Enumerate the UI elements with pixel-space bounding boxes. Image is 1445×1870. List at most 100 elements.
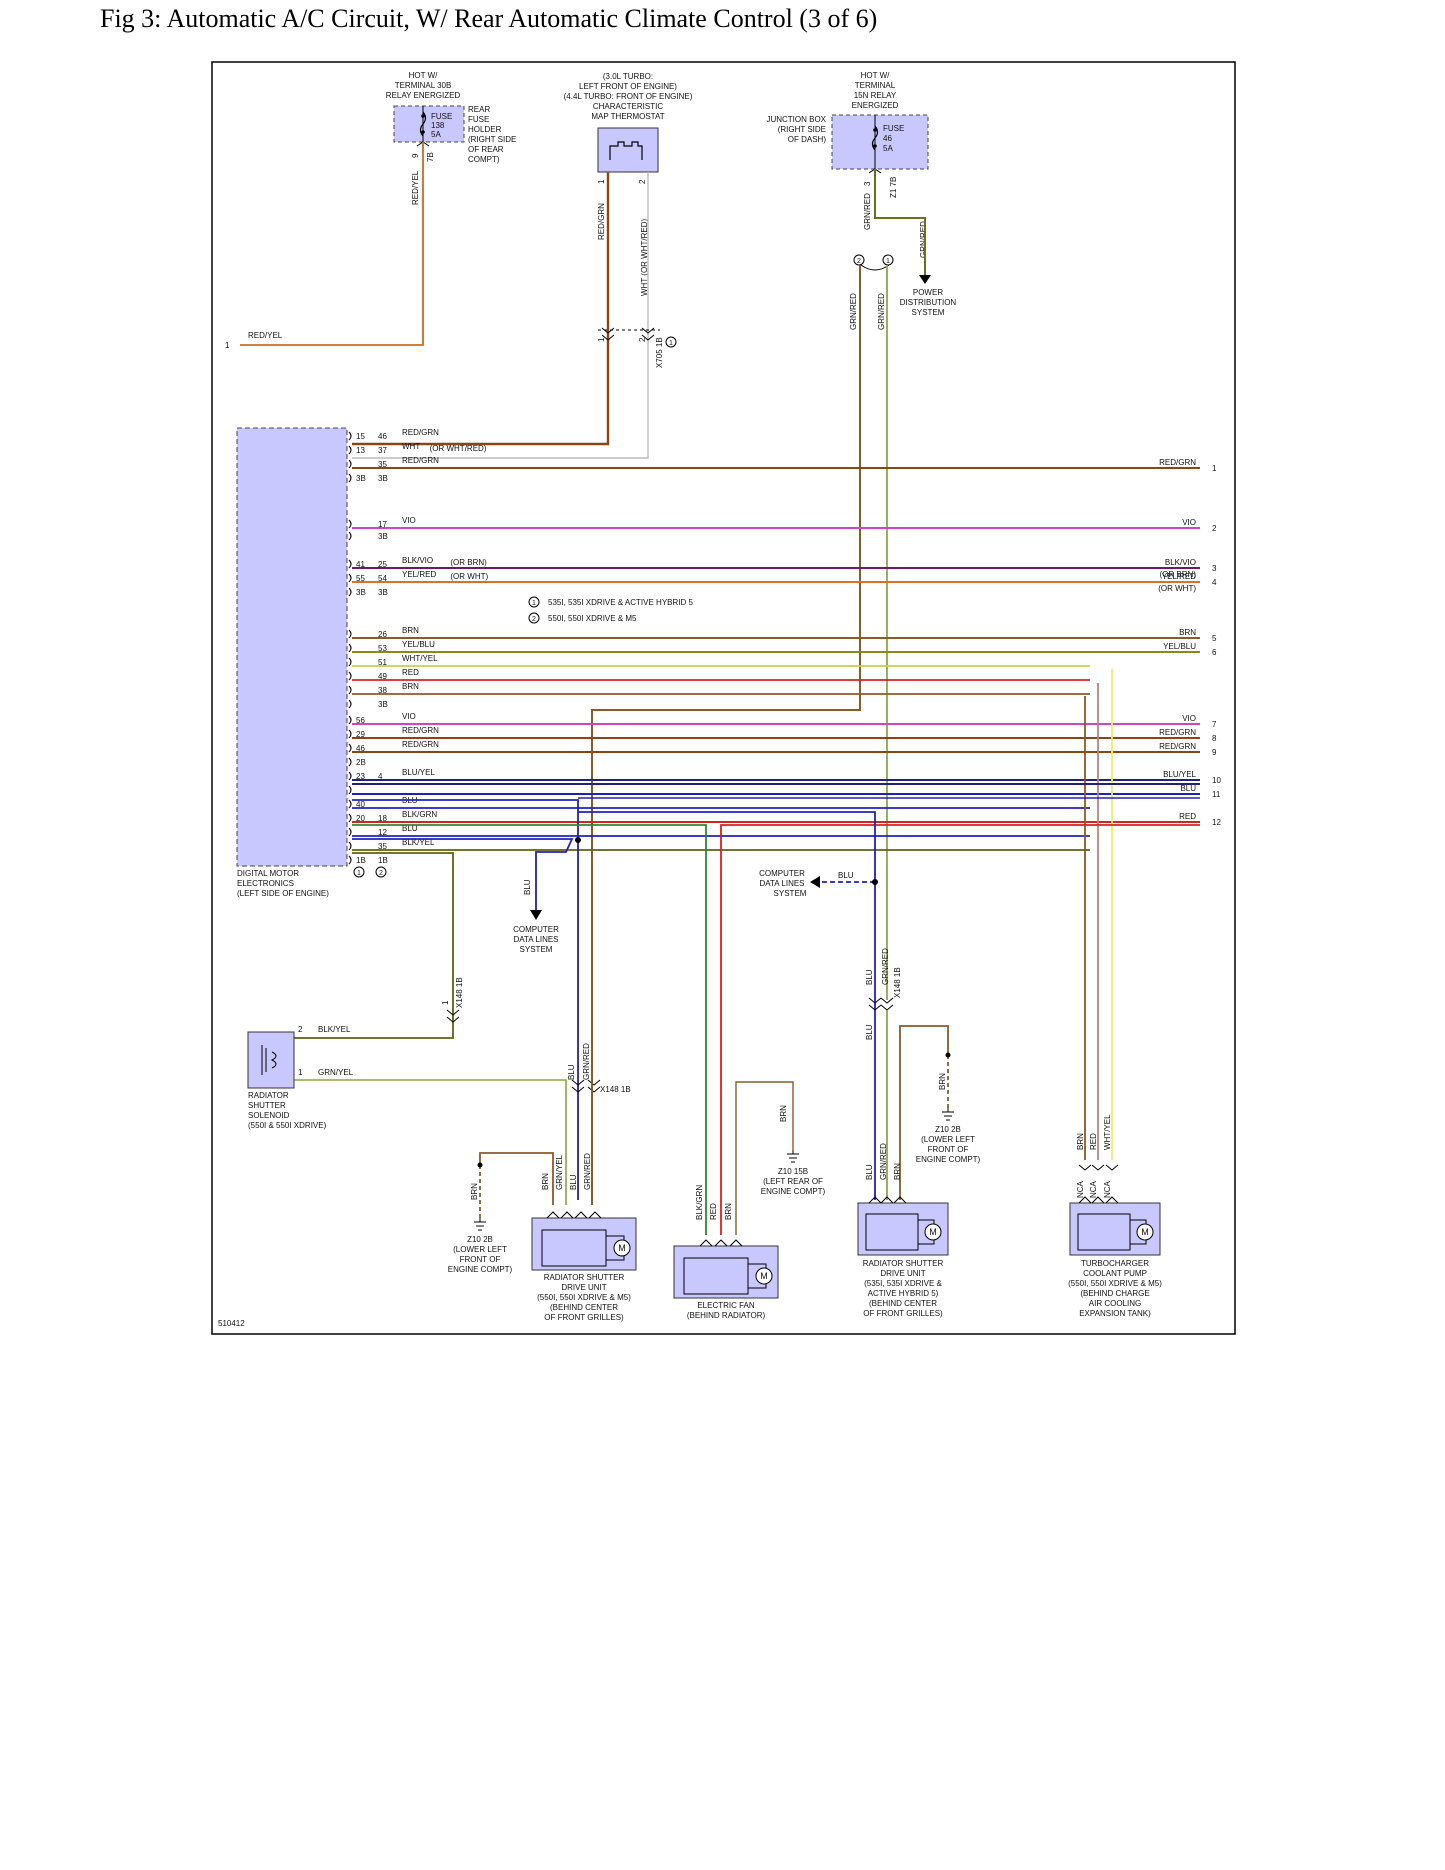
cdl-left-2: SYSTEM: [520, 945, 553, 954]
connector-pin-mark: [348, 743, 352, 753]
dme-pin-a: 40: [356, 800, 365, 809]
fuse-46: HOT W/ TERMINAL 15N RELAY ENERGIZED FUSE…: [766, 71, 929, 330]
x148-left: X148 1B: [600, 1085, 631, 1094]
dme-wire-label: YEL/BLU: [402, 640, 435, 649]
dme-pin-b: 18: [378, 814, 387, 823]
dme-pin-b: 3B: [378, 532, 388, 541]
dme-right-label: RED/GRN: [1159, 458, 1196, 467]
fuse46-pin: 3: [863, 181, 872, 186]
connector-pin-mark: [348, 445, 352, 455]
thermo-desc-4: MAP THERMOSTAT: [591, 112, 664, 121]
dme-pin-b: 35: [378, 460, 387, 469]
dme-box: [236, 427, 348, 867]
cdl-right-splice: [872, 879, 878, 885]
tp-whtyel: WHT/YEL: [1103, 1114, 1112, 1150]
wire-brn-ground-b: [735, 1081, 794, 1235]
wire-fuse46-feed: [874, 169, 926, 275]
shutter-right-4: (BEHIND CENTER: [869, 1299, 937, 1308]
shutter-right-3: ACTIVE HYBRID 5): [868, 1289, 939, 1298]
fan-wire-blkgrn: BLK/GRN: [695, 1185, 704, 1220]
dme-pin-a: 55: [356, 574, 365, 583]
dme-pin-b: 54: [378, 574, 387, 583]
note-1-id: 1: [532, 600, 536, 607]
dme-right-label: BLU/YEL: [1163, 770, 1196, 779]
dme-wire-label: WHT: [402, 442, 420, 451]
fuse46-hot-3: ENERGIZED: [852, 101, 899, 110]
ground-c-0: Z10 2B: [935, 1125, 961, 1134]
dme-right-pin: 6: [1212, 648, 1217, 657]
fuse138-hot-2: RELAY ENERGIZED: [386, 91, 461, 100]
dme-right-pin: 7: [1212, 720, 1217, 729]
note1-marker-thermo: 1: [669, 340, 673, 347]
dme-wire-label: BLU: [402, 824, 418, 833]
fuse-icon: [871, 125, 879, 151]
shutter-right-1: DRIVE UNIT: [880, 1269, 925, 1278]
dme-pin-a: 23: [356, 772, 365, 781]
dme-pin-a: 2B: [356, 758, 366, 767]
fuse46-desc-2: OF DASH): [788, 135, 827, 144]
ground-a-3: ENGINE COMPT): [448, 1265, 513, 1274]
arrow-cdl-right: [810, 876, 820, 888]
dme-right-label: YEL/BLU: [1163, 642, 1196, 651]
left-grnred-top: GRN/RED: [582, 1043, 591, 1080]
dme-pin-b: 12: [378, 828, 387, 837]
connector-pin-mark: [348, 841, 352, 851]
wire-red-12: [720, 824, 1200, 1235]
fuse138-hot-1: TERMINAL 30B: [395, 81, 452, 90]
dme-right-label: VIO: [1182, 714, 1196, 723]
fan-wire-red: RED: [709, 1203, 718, 1220]
connector-pin-mark: [348, 799, 352, 809]
dme-right-pin: 10: [1212, 776, 1221, 785]
dme-wire-label: RED/GRN: [402, 428, 439, 437]
motor-icon: [755, 1267, 773, 1285]
rs-blu-mid: BLU: [865, 1024, 874, 1040]
dme-right-label: BLU: [1180, 784, 1196, 793]
dme-right-label: RED: [1179, 812, 1196, 821]
wire-blu-right: [578, 811, 876, 1200]
dme-wire-label: YEL/RED: [402, 570, 436, 579]
cdl-right-2: SYSTEM: [774, 889, 807, 898]
dme-wire-label: RED/GRN: [402, 726, 439, 735]
motor-label: M: [618, 1243, 626, 1253]
note-1-text: 535I, 535I XDRIVE & ACTIVE HYBRID 5: [548, 598, 694, 607]
note2-marker-fuse: 2: [857, 258, 861, 265]
fuse46-wire-b: GRN/RED: [919, 221, 928, 258]
fuse46-label-0: FUSE: [883, 124, 904, 133]
fuse46-hot-1: TERMINAL: [855, 81, 896, 90]
shutter-left-0: RADIATOR SHUTTER: [544, 1273, 625, 1282]
fuse46-wire-d: GRN/RED: [877, 293, 886, 330]
solenoid-wire-2: GRN/YEL: [318, 1068, 354, 1077]
wire-blu-40: [352, 799, 579, 1200]
fuse46-desc-0: JUNCTION BOX: [766, 115, 826, 124]
note1-marker-fuse: 1: [886, 258, 890, 265]
solenoid-pin-1: 1: [298, 1068, 303, 1077]
cdl-left-splice: [575, 837, 581, 843]
rs-wire-grnred: GRN/RED: [879, 1143, 888, 1180]
solenoid-wire-1: BLK/YEL: [318, 1025, 351, 1034]
dme-right-label: RED/GRN: [1159, 728, 1196, 737]
left-blu-top: BLU: [567, 1064, 576, 1080]
dme-pin-b: 53: [378, 644, 387, 653]
rs-x148: X148 1B: [893, 967, 902, 998]
fuse138-conn: 7B: [426, 152, 435, 162]
dme-pin-b: 46: [378, 432, 387, 441]
dme-pin-b: 4: [378, 772, 383, 781]
dme-pin-a: 13: [356, 446, 365, 455]
thermo-pin1b: 1: [597, 337, 606, 342]
power-dist-1: DISTRIBUTION: [900, 298, 957, 307]
dme-wire-label: BLK/VIO: [402, 556, 433, 565]
dme-right-pin: 12: [1212, 818, 1221, 827]
tp-nca-2: NCA: [1089, 1180, 1098, 1198]
rs-wire-blu: BLU: [865, 1164, 874, 1180]
top-wire-pin: 1: [225, 341, 230, 350]
ground-b-2: ENGINE COMPT): [761, 1187, 826, 1196]
dme-right-pin: 8: [1212, 734, 1217, 743]
wire-grn-yel: [293, 1079, 567, 1205]
fuse138-desc-5: COMPT): [468, 155, 500, 164]
connector-pin-mark: [348, 431, 352, 441]
shutter-left-4: OF FRONT GRILLES): [544, 1313, 624, 1322]
fuse-icon: [419, 111, 427, 137]
ground-a-2: FRONT OF: [460, 1255, 501, 1264]
dme-right-pin: 9: [1212, 748, 1217, 757]
